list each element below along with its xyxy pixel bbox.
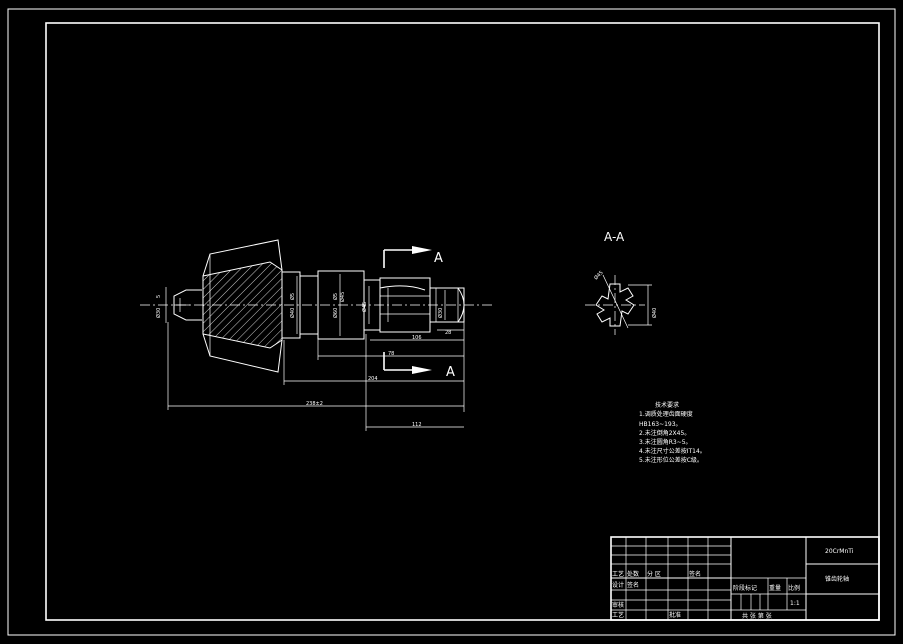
note-line-2: HB163~193。 xyxy=(639,421,682,428)
dim-d-spline: Ø45 xyxy=(361,302,368,312)
dim-d-left: Ø30 xyxy=(155,308,162,318)
tb-sheets: 共 张 第 张 xyxy=(742,612,772,620)
shaft-main-view: A A Ø30 5 Ø40 Ø5 Ø60 Ø45 Ø5 Ø45 Ø30 28 1… xyxy=(140,239,495,431)
tb-sign2: 签名 xyxy=(627,581,639,589)
dim-d-left2: 5 xyxy=(156,295,162,298)
tb-scale-label: 比例 xyxy=(788,584,800,592)
dim-len-28: 28 xyxy=(445,330,451,336)
tb-weight: 重量 xyxy=(769,584,781,592)
sec-dim-inner: Ø40 xyxy=(651,308,658,318)
dim-len-78: 78 xyxy=(388,351,394,357)
outer-border xyxy=(7,8,896,636)
dim-d-cone1: Ø40 xyxy=(289,308,296,318)
gear-cone-section xyxy=(202,261,283,349)
note-line-1: 1.调质处理齿面硬度 xyxy=(639,410,693,418)
section-mark-top: A xyxy=(434,251,443,266)
dim-len-106: 106 xyxy=(412,335,422,341)
dim-len-112: 112 xyxy=(412,422,422,428)
section-arrow-bottom xyxy=(412,366,432,374)
section-title: A-A xyxy=(604,230,625,244)
tb-stage-mark: 阶段标记 xyxy=(733,584,757,592)
tb-review: 审核 xyxy=(612,601,624,609)
tb-approve: 批准 xyxy=(669,611,681,619)
section-arrow-top xyxy=(412,246,432,254)
title-block: 工艺 处数 分 区 签名 设计 签名 审核 工艺 批准 阶段标记 重量 比例 1… xyxy=(610,536,880,621)
tb-scale-value: 1:1 xyxy=(790,600,800,607)
tb-label-sign: 签名 xyxy=(689,570,701,578)
tb-label-mark: 工艺 xyxy=(612,570,624,578)
tb-label-zone: 分 区 xyxy=(647,570,661,578)
note-line-5: 4.未注尺寸公差按IT14。 xyxy=(639,447,706,455)
dim-d-mid3: Ø5 xyxy=(332,293,339,300)
note-line-4: 3.未注圆角R3~5。 xyxy=(639,438,692,446)
notes-title: 技术要求 xyxy=(655,401,679,409)
note-line-6: 5.未注形位公差按C级。 xyxy=(639,456,703,464)
sec-dim-outer: Ø45 xyxy=(592,269,604,281)
tb-part-name: 锥齿轮轴 xyxy=(825,575,849,583)
tb-material: 20CrMnTi xyxy=(825,548,854,555)
dim-d-mid2: Ø45 xyxy=(339,292,346,302)
technical-notes: 技术要求 1.调质处理齿面硬度 HB163~193。 2.未注倒角2X45。 3… xyxy=(639,401,706,464)
dim-d-mid1: Ø60 xyxy=(332,308,339,318)
section-view-aa: A-A Ø45 Ø40 xyxy=(585,230,658,335)
section-mark-bottom: A xyxy=(446,365,455,380)
dim-d-cone2: Ø5 xyxy=(289,293,296,300)
tb-design: 设计 xyxy=(612,581,624,589)
tb-label-count: 处数 xyxy=(627,570,639,578)
tb-process: 工艺 xyxy=(612,611,624,619)
dim-len-total: 238±2 xyxy=(306,401,323,407)
dim-len-204: 204 xyxy=(368,376,378,382)
note-line-3: 2.未注倒角2X45。 xyxy=(639,429,690,437)
inner-border xyxy=(45,22,880,621)
dim-d-end: Ø30 xyxy=(437,308,444,318)
